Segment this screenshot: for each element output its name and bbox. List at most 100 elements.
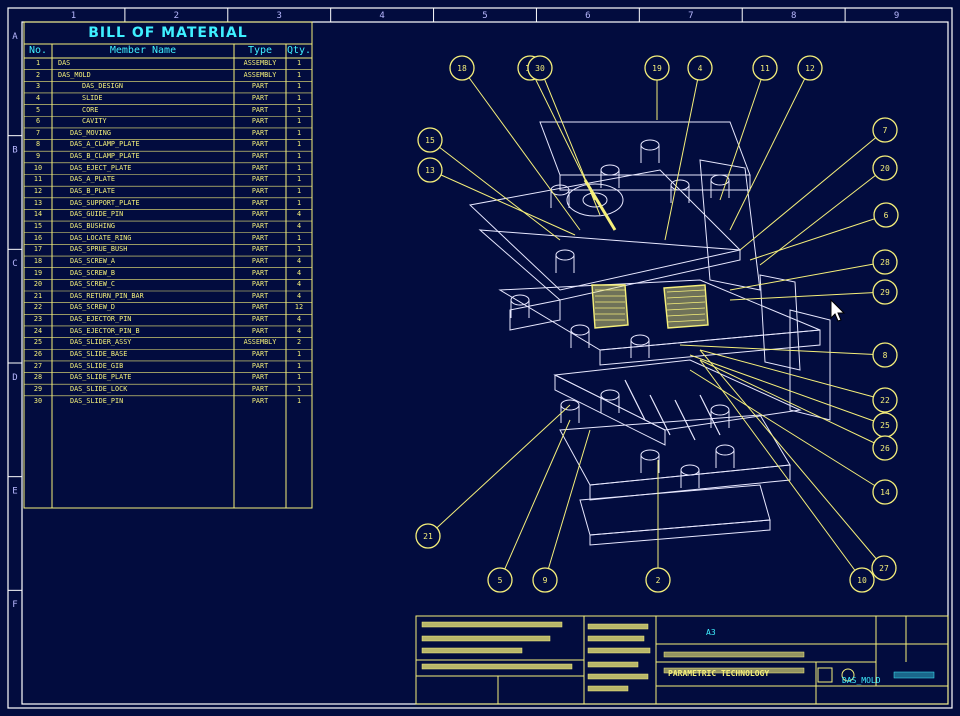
ejector-pin (674, 399, 696, 441)
bom-header-row: No. Member Name Type Qty. (24, 44, 312, 58)
bom-cell-type: PART (251, 291, 269, 300)
callout-balloon-label: 14 (880, 488, 890, 497)
revision-text-bar (587, 661, 639, 668)
bom-cell-qty: 4 (296, 315, 302, 324)
bom-cell-type: PART (251, 326, 269, 335)
title-block-text-bar (421, 647, 523, 654)
bom-cell-no: 15 (33, 221, 43, 230)
bom-cell-no: 7 (35, 128, 41, 137)
bom-cell-type: PART (251, 128, 269, 137)
sheet-outer-border (7, 7, 953, 709)
callout-balloon-label: 2 (656, 576, 661, 585)
row-zone-label: D (12, 373, 17, 383)
leader-line (699, 349, 885, 569)
bom-cell-type: PART (251, 303, 269, 312)
column-zone-label: 1 (71, 11, 76, 21)
leader-line (679, 344, 886, 356)
revision-text-bar (587, 685, 629, 692)
callout-balloon (449, 55, 475, 81)
bom-cell-qty: 1 (296, 245, 302, 254)
bom-cell-type: PART (251, 233, 269, 242)
leader-line (539, 67, 601, 216)
leader-line (499, 419, 571, 581)
callout-balloon (849, 567, 875, 593)
title-block-drawing-name: DAS_MOLD (842, 676, 881, 685)
sprue-bushing (582, 192, 608, 208)
leader-line (544, 429, 591, 581)
bom-cell-name: DAS_SLIDE_GIB (70, 361, 124, 370)
guide-pin-bore (640, 139, 660, 151)
projection-symbol (817, 667, 833, 683)
mouse-pointer-icon (830, 299, 846, 322)
bom-cell-type: PART (251, 373, 269, 382)
bom-cell-no: 9 (35, 152, 41, 161)
callout-balloon (872, 387, 898, 413)
bom-cell-no: 20 (33, 280, 43, 289)
bom-cell-qty: 1 (296, 152, 302, 161)
bom-cell-qty: 12 (294, 303, 304, 312)
leader-line (759, 167, 886, 266)
bom-cell-name: SLIDE (82, 93, 103, 102)
callout-balloon (872, 479, 898, 505)
bom-cell-name: DAS_SCREW_D (70, 303, 116, 312)
bill-of-material-table: BILL OF MATERIAL No. Member Name Type Qt… (24, 22, 312, 407)
bom-cell-type: PART (251, 384, 269, 393)
leader-line (427, 404, 571, 537)
bom-cell-type: PART (251, 396, 269, 405)
bom-cell-name: DAS_LOCATE_RING (70, 233, 132, 242)
ejector-housing (559, 414, 791, 486)
projection-symbol-circle (841, 668, 855, 682)
column-zone-label: 3 (277, 11, 282, 21)
column-zone-label: 9 (894, 11, 899, 21)
bom-cell-type: PART (251, 140, 269, 149)
bom-cell-qty: 1 (296, 140, 302, 149)
bom-cell-type: PART (251, 268, 269, 277)
callout-balloon-label: 19 (652, 64, 662, 73)
bom-cell-no: 22 (33, 303, 43, 312)
callout-balloon-label: 9 (543, 576, 548, 585)
row-zone-label: C (12, 259, 17, 269)
bom-cell-name: DAS_SUPPORT_PLATE (70, 198, 140, 207)
bom-cell-no: 13 (33, 198, 43, 207)
bottom-clamp-plate-front (589, 519, 771, 546)
bom-cell-qty: 1 (296, 105, 302, 114)
bom-cell-qty: 1 (296, 59, 302, 67)
callout-balloon (487, 567, 513, 593)
callout-balloon-label: 6 (884, 211, 889, 220)
bom-cell-no: 4 (35, 93, 41, 102)
bom-cell-name: DAS_EJECT_PLATE (70, 163, 132, 172)
bom-cell-qty: 4 (296, 268, 302, 277)
row-zone-label: B (12, 146, 17, 156)
guide-pin-bore (555, 249, 575, 261)
guide-pin-bore (600, 164, 620, 176)
leader-line (699, 359, 863, 581)
bom-cell-type: PART (251, 280, 269, 289)
bom-cell-type: PART (251, 210, 269, 219)
column-zone-label: 7 (688, 11, 693, 21)
bom-cell-qty: 4 (296, 256, 302, 265)
leader-line (749, 214, 887, 261)
bom-cell-no: 21 (33, 291, 43, 300)
bom-cell-qty: 1 (296, 117, 302, 126)
callout-balloon (417, 127, 443, 153)
a-plate-front (509, 299, 561, 331)
callout-balloon (797, 55, 823, 81)
b-plate-side (599, 329, 821, 366)
callout-balloon-label: 21 (423, 532, 433, 541)
guide-pin-bore (600, 389, 620, 401)
bom-cell-type: ASSEMBLY (243, 70, 277, 79)
bom-cell-name: DAS_SLIDE_LOCK (70, 384, 128, 393)
bom-cell-no: 16 (33, 233, 43, 242)
bom-cell-no: 8 (35, 140, 41, 149)
bom-cell-name: DAS_A_CLAMP_PLATE (70, 140, 140, 149)
leader-line (689, 354, 886, 426)
